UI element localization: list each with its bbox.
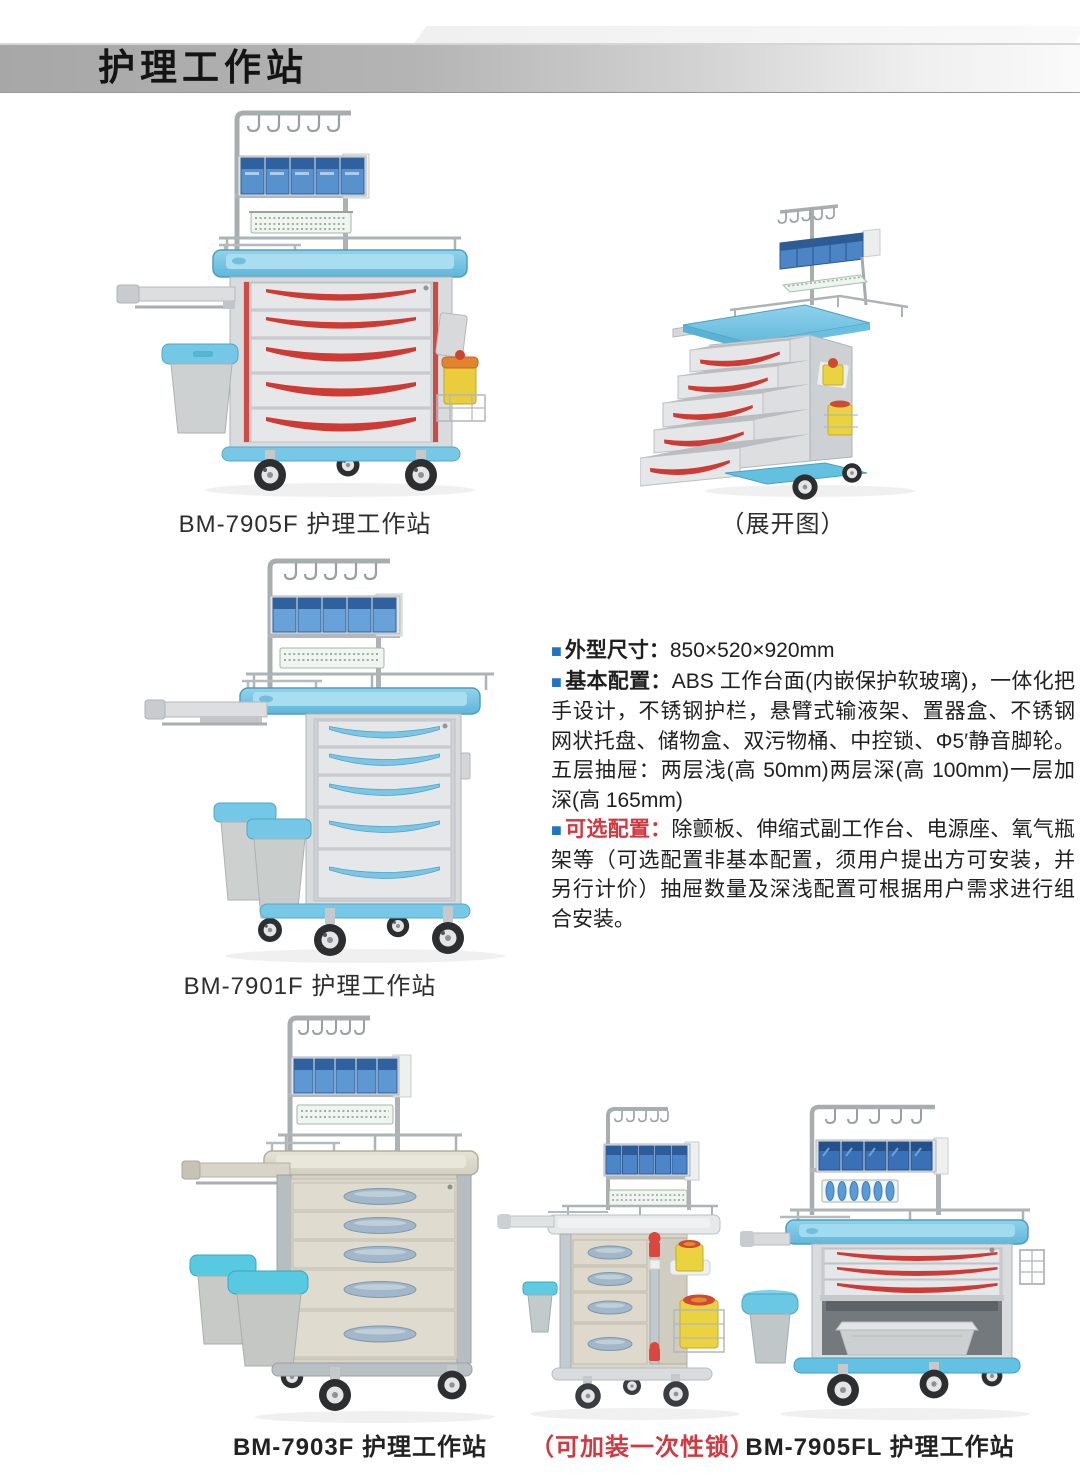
shadow [255,1411,495,1423]
tabletop [785,1219,1029,1245]
shadow [225,949,505,963]
side-tray [181,1160,291,1185]
upper-frame [606,1176,692,1210]
spec-dimensions-value: 850×520×920mm [669,639,835,662]
base-and-casters [551,1367,713,1409]
waste-bin [522,1281,558,1333]
product-image-expanded-view [640,204,915,500]
medicine-bins [269,593,403,637]
tabletop [547,1214,721,1235]
central-lock [442,723,448,729]
header-bar: 护理工作站 [0,43,1080,93]
product-figure-bm7901f [140,548,570,968]
shadow [780,1408,1030,1420]
product-caption-bm7901f: BM-7901F 护理工作站 [183,973,437,1000]
sharps-container [815,358,858,436]
waste-bin [741,1290,799,1364]
sharps-containers [669,1240,725,1353]
side-wire-rack [1019,1249,1045,1285]
square-bullet-icon: ■ [551,671,563,692]
central-lock [989,1247,995,1253]
side-tray [144,699,268,726]
tabletop [212,249,468,278]
drawer-cabinet [276,1174,472,1364]
product-caption-bm7905f: BM-7905F 护理工作站 [178,511,432,538]
spec-basic-value: ABS 工作台面(内嵌保护软玻璃)，一体化把手设计，不锈钢护栏，悬臂式输液架、置… [551,669,1076,812]
product-caption-bm7905fl: BM-7905FL 护理工作站 [745,1434,1015,1461]
spec-dimensions: ■外型尺寸：850×520×920mm [551,636,1075,667]
side-tray [116,284,236,309]
product-caption-bm7903f: BM-7903F 护理工作站 [232,1434,488,1461]
side-tray [740,1231,791,1247]
shadow [530,1408,740,1420]
product-figure-locknote [490,1098,780,1425]
header-decoration [413,26,1080,44]
waste-bin [161,343,239,434]
side-tray [497,1214,555,1229]
spec-basic-config: ■基本配置：ABS 工作台面(内嵌保护软玻璃)，一体化把手设计，不锈钢护栏，悬臂… [551,667,1075,816]
product-figure-bm7905fl [740,1098,1070,1425]
storage-basin [835,1321,979,1331]
drawer-cabinet [305,713,471,907]
iv-pole [287,1015,370,1151]
square-bullet-icon: ■ [551,641,562,661]
product-caption-expanded: （展开图） [720,511,846,538]
medicine-bins [779,228,881,306]
iv-pole [267,558,390,690]
product-image-bm7901f [144,558,505,963]
product-image-bm7905fl [740,1104,1045,1420]
wire-basket [249,211,353,234]
product-figure-expanded [640,193,960,500]
spec-optional-value: 除颤板、伸缩式副工作台、电源座、氧气瓶架等（可选配置非基本配置，须用户提出方可安… [551,818,1076,931]
disposable-lock-bottom [649,1342,660,1361]
medicine-bins [603,1141,700,1181]
shadow [205,483,475,497]
product-image-bm7905f [116,110,486,497]
drawer-cabinet [229,276,453,448]
spec-dimensions-label: 外型尺寸： [564,639,670,662]
waste-bins [213,802,312,919]
wire-basket [781,274,869,293]
guard-rails [548,1204,718,1215]
page-title: 护理工作站 [98,47,308,88]
wire-basket [608,1189,688,1207]
spec-optional-config: ■可选配置：除颤板、伸缩式副工作台、电源座、氧气瓶架等（可选配置非基本配置，须用… [551,815,1075,934]
wire-basket [279,647,385,669]
disposable-lock-top [648,1232,661,1270]
tabletop [239,687,481,715]
spec-block: ■外型尺寸：850×520×920mm ■基本配置：ABS 工作台面(内嵌保护软… [551,636,1075,934]
iv-pole [234,110,351,252]
base-and-casters [221,446,461,491]
central-lock [423,285,429,291]
medicine-bins [290,1054,412,1098]
sharps-container [435,312,486,422]
product-figure-bm7903f [180,1003,520,1430]
wire-basket [296,1104,394,1125]
product-caption-lock-note: （可加装一次性锁） [530,1434,755,1461]
product-image-lockable-cart [497,1107,740,1420]
base-and-casters [258,903,471,956]
product-figure-bm7905f [105,98,545,500]
spec-basic-label: 基本配置： [565,669,672,693]
product-image-bm7903f [181,1015,495,1423]
base-and-casters [271,1362,473,1411]
medicine-bins [237,153,370,199]
open-compartment [822,1301,1002,1356]
medicine-bins [815,1137,949,1175]
base-and-casters [793,1357,1021,1406]
central-lock [447,1184,453,1190]
tabletop [263,1150,479,1176]
waste-bins [189,1254,309,1367]
drawer-cabinet [559,1232,688,1369]
drawer-cabinet [811,1243,1013,1359]
square-bullet-icon: ■ [551,820,563,840]
iv-pole [606,1107,669,1210]
base-and-casters [724,462,868,500]
iv-pole [809,1104,935,1215]
spec-optional-label: 可选配置： [565,818,672,841]
plate-rack [821,1179,899,1203]
